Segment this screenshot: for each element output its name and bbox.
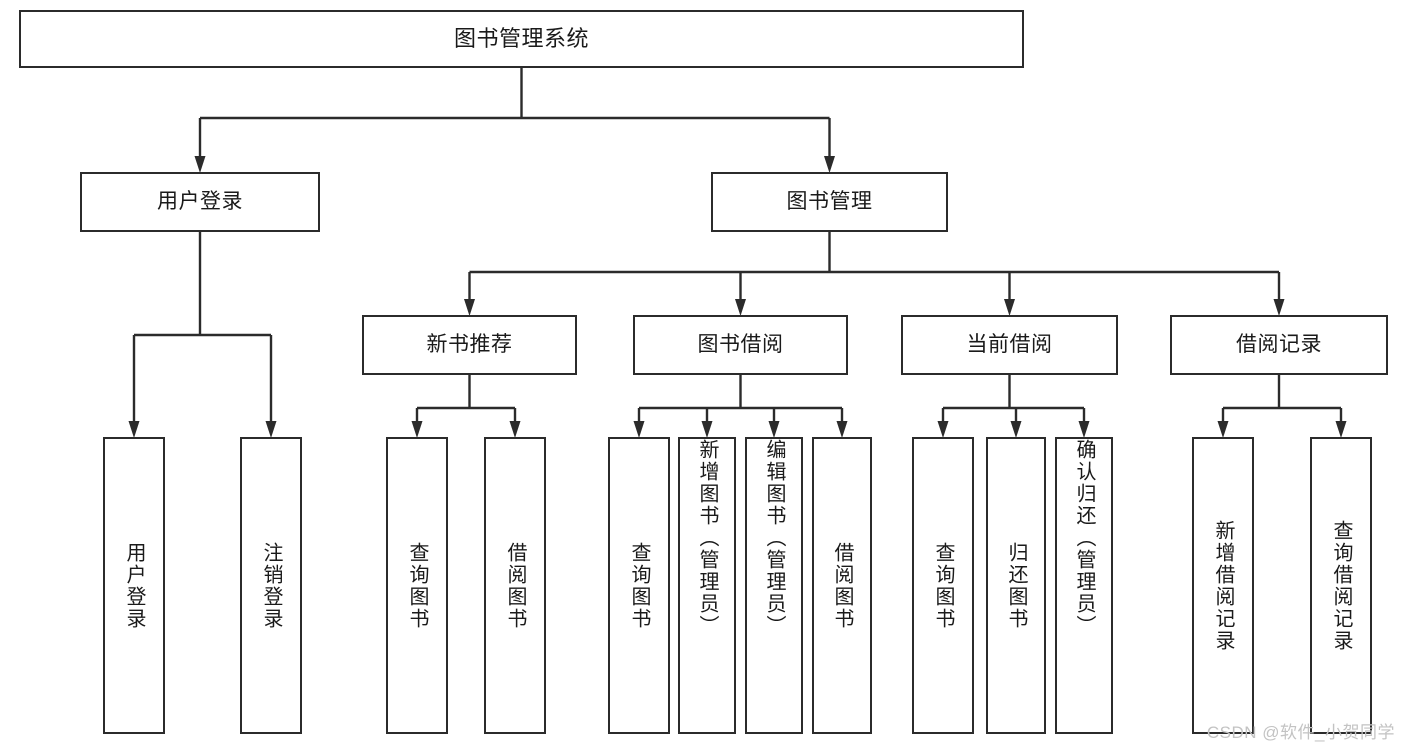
arrowhead-icon: [701, 421, 713, 438]
node-label: 新书推荐: [426, 332, 513, 356]
node-label: 注销登录: [260, 541, 282, 630]
arrowhead-icon: [633, 421, 645, 438]
node-leaf-logout[interactable]: 注销登录: [240, 437, 302, 734]
node-label: 当前借阅: [966, 332, 1053, 356]
node-leaf-edit-book[interactable]: 编辑图书（管理员）: [745, 437, 803, 734]
node-label: 用户登录: [157, 189, 243, 213]
node-root[interactable]: 图书管理系统: [19, 10, 1024, 68]
arrowhead-icon: [768, 421, 780, 438]
node-label: 查询图书: [406, 541, 428, 630]
arrowhead-icon: [1217, 421, 1229, 438]
node-label: 确认归还（管理员）: [1073, 439, 1095, 637]
arrowhead-icon: [509, 421, 521, 438]
node-label: 新增借阅记录: [1212, 519, 1234, 652]
node-leaf-query-book-3[interactable]: 查询图书: [912, 437, 974, 734]
arrowhead-icon: [1273, 299, 1285, 316]
node-leaf-query-record[interactable]: 查询借阅记录: [1310, 437, 1372, 734]
node-label: 编辑图书（管理员）: [763, 439, 785, 637]
node-label: 查询图书: [932, 541, 954, 630]
node-leaf-query-book-1[interactable]: 查询图书: [386, 437, 448, 734]
node-label: 图书管理: [786, 189, 873, 213]
node-label: 查询图书: [628, 541, 650, 630]
node-label: 查询借阅记录: [1330, 519, 1352, 652]
arrowhead-icon: [1004, 299, 1015, 316]
arrowhead-icon: [1010, 421, 1022, 438]
arrowhead-icon: [1335, 421, 1347, 438]
node-label: 新增图书（管理员）: [696, 439, 718, 637]
arrowhead-icon: [194, 156, 206, 173]
node-leaf-return-book[interactable]: 归还图书: [986, 437, 1046, 734]
node-label: 归还图书: [1005, 541, 1027, 630]
node-book-borrow[interactable]: 图书借阅: [633, 315, 848, 375]
node-leaf-user-login[interactable]: 用户登录: [103, 437, 165, 734]
arrowhead-icon: [464, 299, 475, 316]
node-borrow-record[interactable]: 借阅记录: [1170, 315, 1388, 375]
arrowhead-icon: [937, 421, 949, 438]
node-leaf-query-book-2[interactable]: 查询图书: [608, 437, 670, 734]
arrowhead-icon: [265, 421, 277, 438]
node-current-borrow[interactable]: 当前借阅: [901, 315, 1118, 375]
node-new-book-rec[interactable]: 新书推荐: [362, 315, 577, 375]
arrowhead-icon: [735, 299, 746, 316]
watermark: CSDN @软件_小贺同学: [1206, 723, 1395, 742]
arrowhead-icon: [1078, 421, 1090, 438]
arrowhead-icon: [411, 421, 423, 438]
arrowhead-icon: [128, 421, 140, 438]
node-book-manage[interactable]: 图书管理: [711, 172, 948, 232]
arrowhead-icon: [824, 156, 835, 173]
node-label: 借阅记录: [1236, 332, 1322, 356]
node-label: 借阅图书: [831, 541, 853, 630]
node-label: 图书借阅: [697, 332, 784, 356]
node-leaf-add-book[interactable]: 新增图书（管理员）: [678, 437, 736, 734]
node-leaf-borrow-book-2[interactable]: 借阅图书: [812, 437, 872, 734]
node-leaf-confirm-return[interactable]: 确认归还（管理员）: [1055, 437, 1113, 734]
node-user-login[interactable]: 用户登录: [80, 172, 320, 232]
node-label: 借阅图书: [504, 541, 526, 630]
node-leaf-borrow-book-1[interactable]: 借阅图书: [484, 437, 546, 734]
node-label: 图书管理系统: [453, 26, 589, 52]
node-label: 用户登录: [123, 541, 145, 630]
node-leaf-add-record[interactable]: 新增借阅记录: [1192, 437, 1254, 734]
arrowhead-icon: [836, 421, 848, 438]
